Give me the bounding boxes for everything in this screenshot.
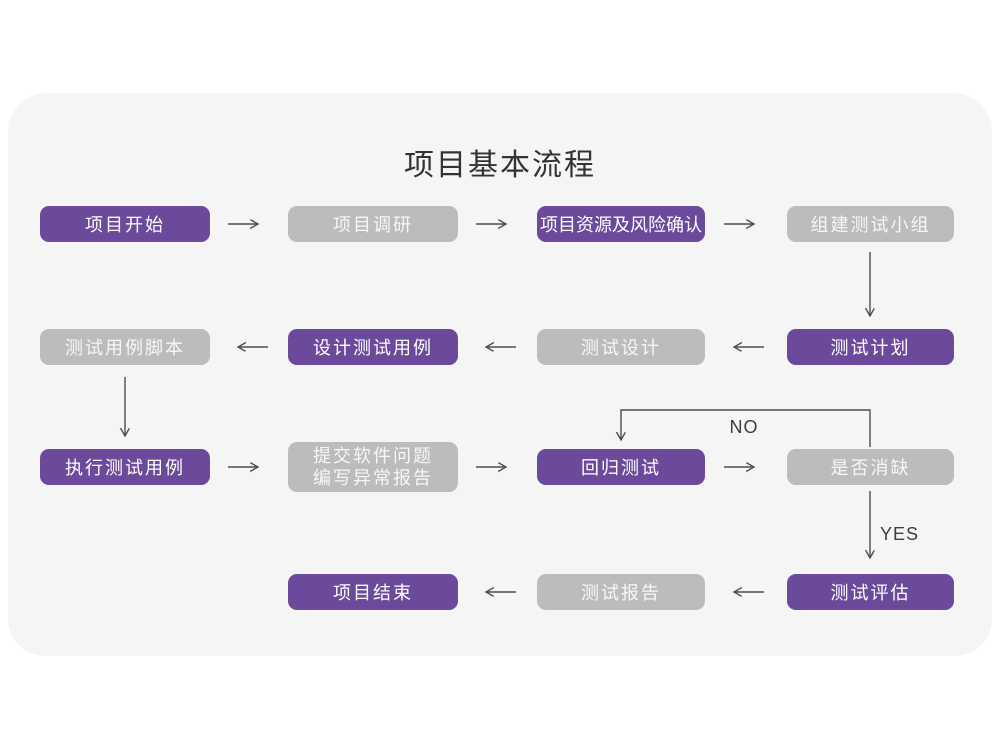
node-regression-test: 回归测试 — [537, 449, 705, 485]
node-submit-issue-report: 提交软件问题 编写异常报告 — [288, 442, 458, 492]
node-submit-issue-report-line2: 编写异常报告 — [313, 468, 433, 488]
node-design-test-cases: 设计测试用例 — [288, 329, 458, 365]
node-resources-risk: 项目资源及风险确认 — [537, 206, 705, 242]
node-test-plan: 测试计划 — [787, 329, 954, 365]
node-execute-test-cases: 执行测试用例 — [40, 449, 210, 485]
flowchart-card — [8, 93, 992, 656]
node-project-start: 项目开始 — [40, 206, 210, 242]
node-project-end: 项目结束 — [288, 574, 458, 610]
node-defect-cleared: 是否消缺 — [787, 449, 954, 485]
node-test-design: 测试设计 — [537, 329, 705, 365]
node-build-test-team: 组建测试小组 — [787, 206, 954, 242]
node-test-case-scripts: 测试用例脚本 — [40, 329, 210, 365]
node-project-research: 项目调研 — [288, 206, 458, 242]
node-test-evaluation: 测试评估 — [787, 574, 954, 610]
page-title: 项目基本流程 — [404, 149, 596, 182]
node-submit-issue-report-line1: 提交软件问题 — [313, 446, 433, 466]
node-test-report: 测试报告 — [537, 574, 705, 610]
